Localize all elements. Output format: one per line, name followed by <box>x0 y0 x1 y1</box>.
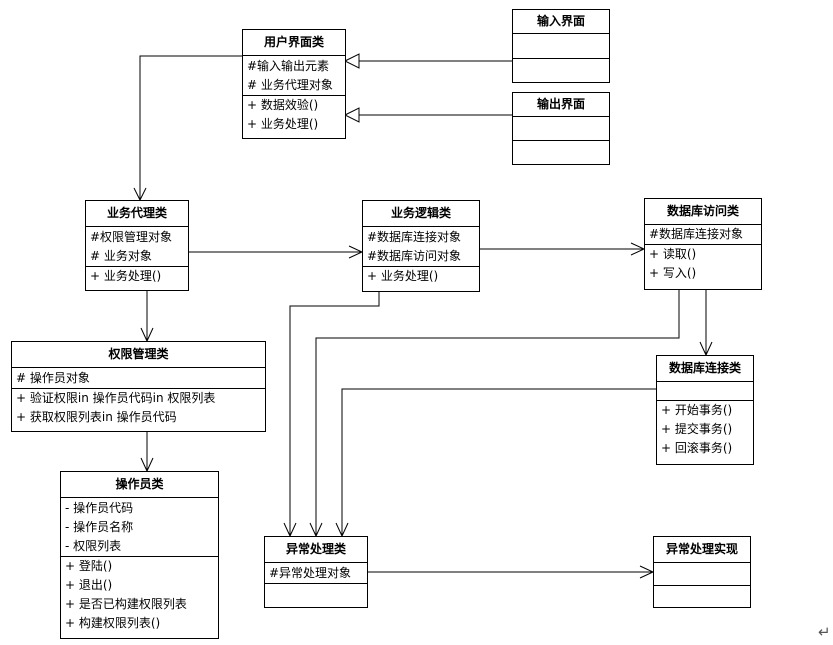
attribute: #数据库连接对象 <box>649 227 744 241</box>
attribute-section: # 操作员对象 <box>12 368 265 388</box>
generalization-arrowhead-input <box>343 53 360 69</box>
attribute-section: #异常处理对象 <box>265 563 367 583</box>
attribute-section <box>513 117 609 140</box>
class-title: 数据库访问类 <box>645 199 761 225</box>
operation: + 读取() <box>649 247 697 261</box>
attribute: # 业务对象 <box>90 249 152 263</box>
operation: + 业务处理() <box>90 269 162 283</box>
class-title: 权限管理类 <box>12 342 265 368</box>
attribute: - 权限列表 <box>65 539 122 553</box>
class-database-access: 数据库访问类 #数据库连接对象 + 读取() + 写入() <box>644 198 762 290</box>
attribute: #数据库连接对象 <box>367 230 462 244</box>
attribute: # 业务代理对象 <box>247 78 333 92</box>
attribute: #输入输出元素 <box>247 59 330 73</box>
assoc-dbaccess-to-exception <box>315 290 680 535</box>
class-output-interface: 输出界面 <box>512 92 610 165</box>
operation: + 写入() <box>649 266 697 280</box>
attribute: #异常处理对象 <box>269 566 352 580</box>
operation: + 是否已构建权限列表 <box>65 597 187 611</box>
attribute-section: #数据库连接对象 <box>645 225 761 244</box>
attribute: - 操作员名称 <box>65 520 134 534</box>
class-title: 业务逻辑类 <box>363 201 479 227</box>
class-title: 用户界面类 <box>243 30 345 56</box>
attribute-section <box>513 34 609 58</box>
paragraph-mark: ↵ <box>818 623 831 641</box>
operation-section <box>654 584 750 608</box>
class-business-proxy: 业务代理类 #权限管理对象 # 业务对象 + 业务处理() <box>85 200 189 291</box>
class-title: 异常处理实现 <box>654 537 750 563</box>
attribute: #权限管理对象 <box>90 230 173 244</box>
class-title: 异常处理类 <box>265 537 367 563</box>
operation-section: + 开始事务() + 提交事务() + 回滚事务() <box>657 400 753 464</box>
class-permission-management: 权限管理类 # 操作员对象 + 验证权限in 操作员代码in 权限列表 + 获取… <box>11 341 266 432</box>
operation-section: + 验证权限in 操作员代码in 权限列表 + 获取权限列表in 操作员代码 <box>12 388 265 431</box>
assoc-ui-to-proxy <box>139 55 242 199</box>
class-operator: 操作员类 - 操作员代码 - 操作员名称 - 权限列表 + 登陆() + 退出(… <box>60 471 219 639</box>
operation-section <box>265 583 367 607</box>
operation: + 提交事务() <box>661 422 733 436</box>
class-exception-handling: 异常处理类 #异常处理对象 <box>264 536 368 608</box>
class-business-logic: 业务逻辑类 #数据库连接对象 #数据库访问对象 + 业务处理() <box>362 200 480 292</box>
class-input-interface: 输入界面 <box>512 9 610 83</box>
operation-section: + 业务处理() <box>363 266 479 291</box>
attribute-section <box>657 382 753 400</box>
operation-section: + 业务处理() <box>86 266 188 290</box>
operation: + 构建权限列表() <box>65 616 161 630</box>
attribute: #数据库访问对象 <box>367 249 462 263</box>
class-user-interface: 用户界面类 #输入输出元素 # 业务代理对象 + 数据效验() + 业务处理() <box>242 29 346 139</box>
operation: + 获取权限列表in 操作员代码 <box>16 410 177 424</box>
operation-section: + 读取() + 写入() <box>645 244 761 289</box>
operation: + 验证权限in 操作员代码in 权限列表 <box>16 391 216 405</box>
operation: + 退出() <box>65 578 113 592</box>
class-title: 输出界面 <box>513 93 609 117</box>
operation: + 数据效验() <box>247 98 319 112</box>
generalization-arrowhead-output <box>343 107 360 123</box>
operation: + 登陆() <box>65 559 113 573</box>
class-database-connection: 数据库连接类 + 开始事务() + 提交事务() + 回滚事务() <box>656 355 754 465</box>
attribute: - 操作员代码 <box>65 501 134 515</box>
operation: + 回滚事务() <box>661 441 733 455</box>
operation-section <box>513 140 609 164</box>
attribute-section <box>654 563 750 585</box>
operation-section: + 数据效验() + 业务处理() <box>243 95 345 138</box>
class-title: 输入界面 <box>513 10 609 34</box>
attribute-section: #权限管理对象 # 业务对象 <box>86 227 188 266</box>
class-title: 业务代理类 <box>86 201 188 227</box>
class-title: 数据库连接类 <box>657 356 753 382</box>
class-title: 操作员类 <box>61 472 218 498</box>
attribute-section: #数据库连接对象 #数据库访问对象 <box>363 227 479 266</box>
operation: + 业务处理() <box>367 269 439 283</box>
attribute-section: #输入输出元素 # 业务代理对象 <box>243 56 345 95</box>
class-exception-implementation: 异常处理实现 <box>653 536 751 608</box>
operation: + 业务处理() <box>247 117 319 131</box>
operation-section <box>513 57 609 83</box>
operation-section: + 登陆() + 退出() + 是否已构建权限列表 + 构建权限列表() <box>61 556 218 638</box>
assoc-logic-to-exception <box>289 291 380 535</box>
attribute: # 操作员对象 <box>16 371 90 385</box>
attribute-section: - 操作员代码 - 操作员名称 - 权限列表 <box>61 498 218 556</box>
assoc-dbconn-to-exception <box>341 388 656 535</box>
operation: + 开始事务() <box>661 403 733 417</box>
